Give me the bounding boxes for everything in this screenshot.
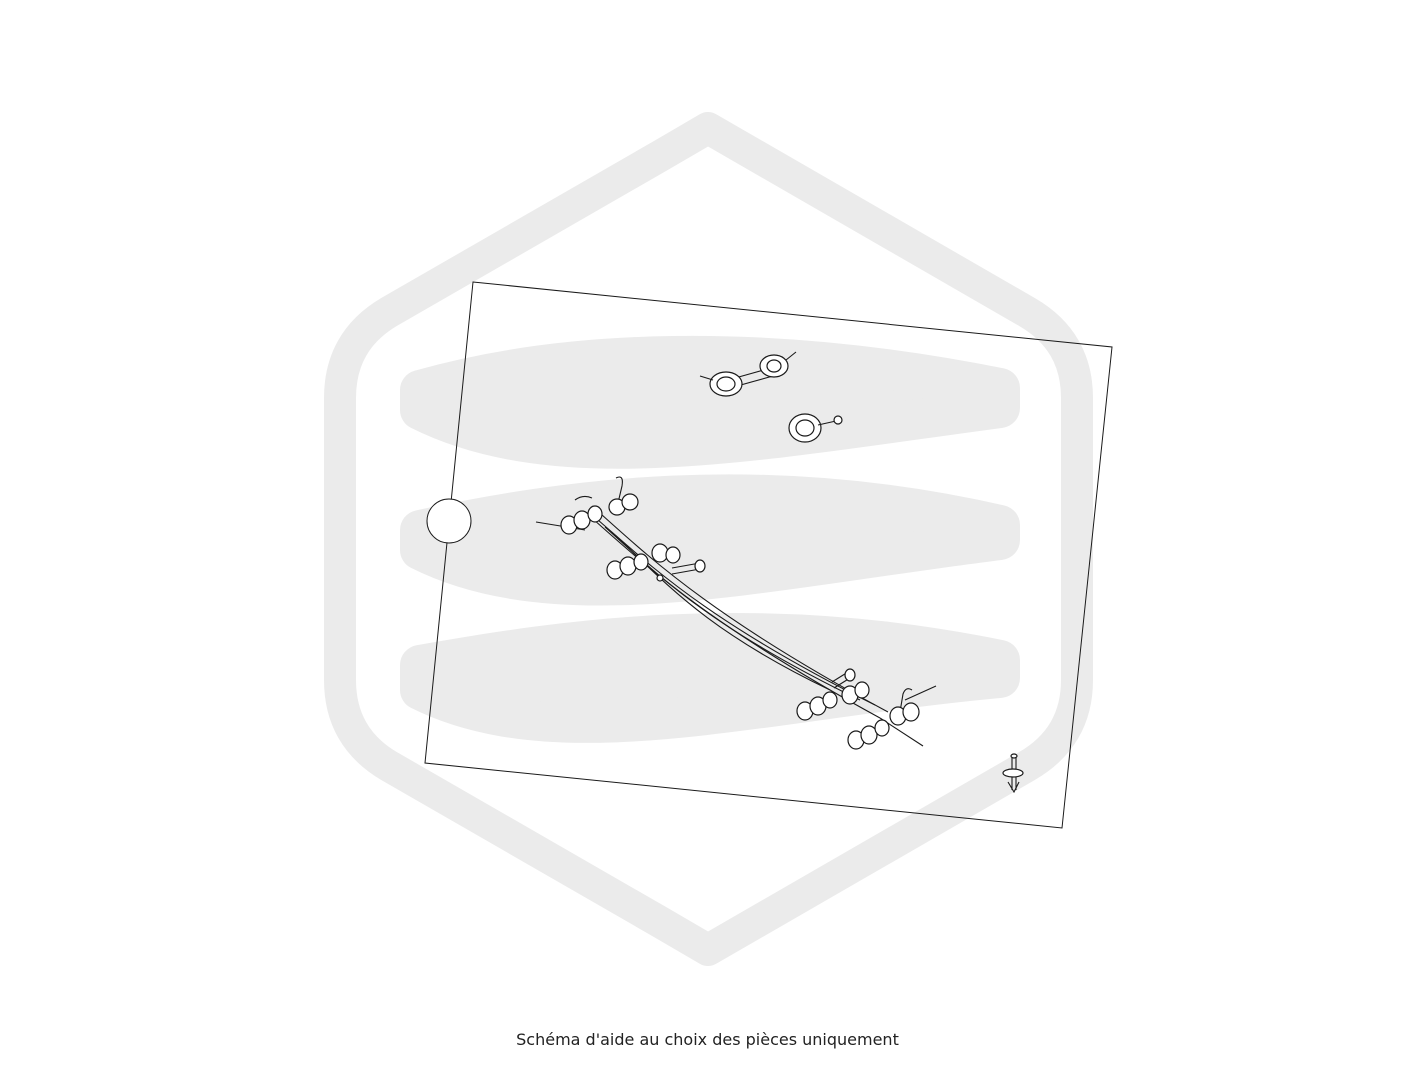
bushing bbox=[788, 413, 843, 443]
leaf-spring bbox=[535, 505, 937, 747]
left-eye-hardware bbox=[560, 476, 639, 535]
right-eye-hardware bbox=[796, 668, 920, 750]
center-clamp-hardware bbox=[606, 543, 706, 580]
callout-marker bbox=[426, 498, 472, 544]
diagram-frame bbox=[424, 281, 1113, 829]
shackle-bracket bbox=[699, 351, 797, 397]
diagram-caption: Schéma d'aide au choix des pièces unique… bbox=[516, 1030, 899, 1049]
bolt bbox=[1002, 753, 1024, 794]
